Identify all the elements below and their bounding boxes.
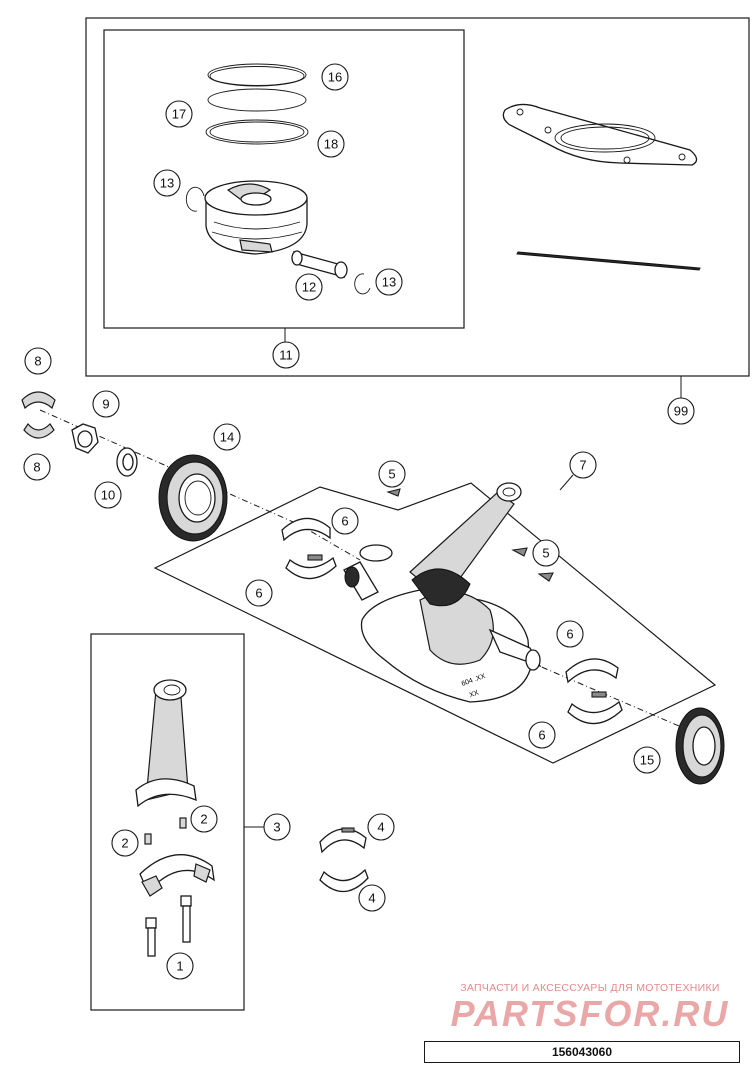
- callout-13-left: 13: [153, 169, 181, 197]
- svg-text:6: 6: [538, 728, 545, 743]
- bearing-shell-6-top-right: [565, 658, 619, 684]
- callout-6-top-right: 6: [556, 620, 584, 648]
- conrod-bolt-1-left: [145, 917, 157, 957]
- piston-ring-16: [207, 63, 307, 87]
- svg-text:18: 18: [324, 137, 338, 152]
- callout-14: 14: [213, 423, 241, 451]
- svg-text:9: 9: [102, 397, 109, 412]
- callout-6-bottom-left: 6: [245, 579, 273, 607]
- svg-text:4: 4: [368, 891, 375, 906]
- crankshaft-frame-7: [153, 482, 717, 764]
- bearing-shell-8-upper: [21, 391, 56, 410]
- callout-5-right: 5: [532, 539, 560, 567]
- svg-text:14: 14: [220, 430, 234, 445]
- callout-2-right: 2: [190, 805, 218, 833]
- piston-pin-12: [291, 250, 348, 279]
- cylinder-base-gasket: [516, 251, 701, 271]
- conrod-3: [135, 679, 197, 808]
- callout-4-bottom: 4: [358, 884, 386, 912]
- key-5-right: [537, 572, 554, 582]
- drawing-number: 156043060: [424, 1041, 740, 1063]
- svg-text:16: 16: [328, 70, 342, 85]
- svg-text:8: 8: [34, 354, 41, 369]
- piston-kit-frame-11: [103, 29, 465, 329]
- watermark-tagline: ЗАПЧАСТИ И АКСЕССУАРЫ ДЛЯ МОТОТЕХНИКИ: [460, 982, 720, 994]
- svg-text:11: 11: [279, 348, 293, 363]
- circlip-13-left: [185, 186, 205, 212]
- callout-2-left: 2: [111, 829, 139, 857]
- svg-text:2: 2: [121, 836, 128, 851]
- svg-text:5: 5: [542, 546, 549, 561]
- callout-99: 99: [667, 397, 695, 425]
- callout-5-top: 5: [378, 460, 406, 488]
- callout-12: 12: [295, 273, 323, 301]
- svg-text:12: 12: [302, 280, 316, 295]
- callout-7: 7: [569, 451, 597, 479]
- svg-text:17: 17: [172, 107, 186, 122]
- piston-ring-18: [205, 119, 309, 145]
- axis-lines: [39, 409, 701, 736]
- svg-text:3: 3: [273, 820, 280, 835]
- bearing-shell-6-bottom-right: [567, 691, 623, 725]
- svg-text:6: 6: [255, 586, 262, 601]
- washer-10: [116, 447, 138, 477]
- callout-17: 17: [165, 100, 193, 128]
- callout-6-top-left: 6: [331, 507, 359, 535]
- conrod-frame-3: [90, 633, 245, 1011]
- conrod-bolt-1-right: [180, 895, 192, 943]
- key-5-top: [386, 488, 401, 497]
- svg-text:99: 99: [674, 404, 688, 419]
- piston-ring-17: [207, 88, 307, 112]
- callout-4-top: 4: [367, 813, 395, 841]
- callout-1: 1: [166, 952, 194, 980]
- callout-10: 10: [94, 481, 122, 509]
- svg-text:6: 6: [341, 514, 348, 529]
- key-5-mid: [511, 547, 528, 557]
- crank-marking-2: XX: [469, 689, 480, 699]
- callout-8-top: 8: [24, 347, 52, 375]
- piston: [204, 180, 308, 255]
- callout-13-right: 13: [375, 268, 403, 296]
- bearing-shell-6-top-left: [281, 517, 331, 542]
- crankshaft: 604 .XX XX: [343, 561, 542, 703]
- gear-15: [675, 707, 725, 785]
- callout-11: 11: [272, 341, 300, 369]
- callout-9: 9: [92, 390, 120, 418]
- svg-text:6: 6: [566, 627, 573, 642]
- leader-lines: [244, 328, 682, 828]
- circlip-13-right: [354, 273, 371, 295]
- svg-text:7: 7: [579, 458, 586, 473]
- bearing-shell-6-bottom-left: [285, 554, 337, 580]
- svg-text:13: 13: [382, 275, 396, 290]
- svg-text:15: 15: [640, 753, 654, 768]
- gear-14: [158, 454, 228, 542]
- svg-text:10: 10: [101, 488, 115, 503]
- hex-nut-9: [71, 423, 99, 454]
- callout-18: 18: [317, 130, 345, 158]
- svg-text:4: 4: [377, 820, 384, 835]
- bearing-shell-4-upper: [319, 827, 367, 854]
- crank-conrod: [359, 482, 522, 607]
- callout-16: 16: [321, 63, 349, 91]
- svg-text:8: 8: [33, 460, 40, 475]
- svg-text:1: 1: [176, 959, 183, 974]
- svg-text:13: 13: [160, 176, 174, 191]
- callout-15: 15: [633, 746, 661, 774]
- kit-frame-99: [85, 17, 750, 377]
- watermark-logo: PARTSFOR.RU: [450, 993, 730, 1034]
- dowel-2-right: [179, 817, 187, 829]
- cylinder-head-gasket: [502, 103, 698, 166]
- dowel-2-left: [144, 833, 152, 845]
- callout-6-bottom-right: 6: [528, 721, 556, 749]
- bearing-shell-4-lower: [319, 868, 369, 893]
- callout-3: 3: [263, 813, 291, 841]
- svg-text:5: 5: [388, 467, 395, 482]
- conrod-cap: [139, 854, 215, 897]
- svg-text:2: 2: [200, 812, 207, 827]
- callout-8-bottom: 8: [23, 453, 51, 481]
- bearing-shell-8-lower: [23, 422, 55, 439]
